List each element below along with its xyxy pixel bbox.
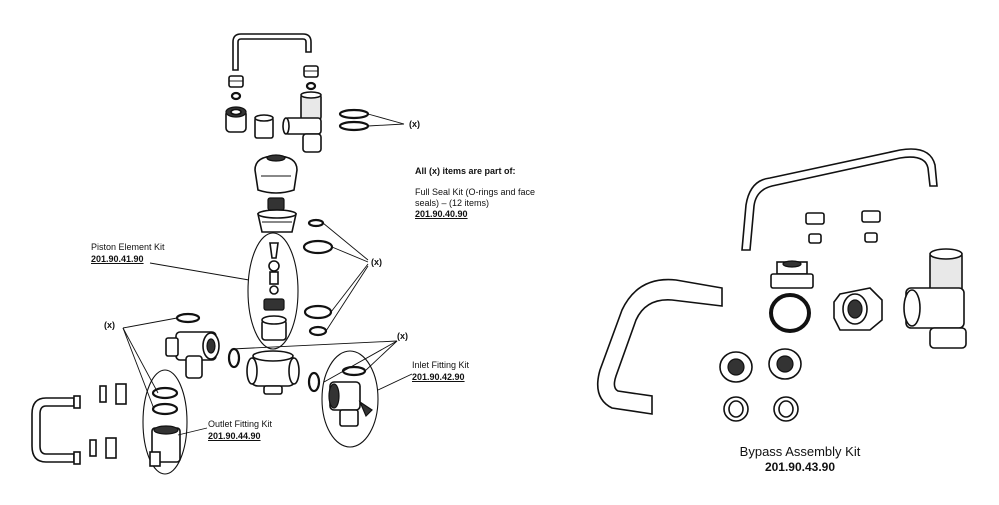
kit-hex-nut <box>833 287 883 331</box>
top-oring-upper <box>338 108 370 120</box>
body-ring-right <box>307 371 321 393</box>
kit-rings-large <box>719 348 802 383</box>
bottom-bypass-tube <box>31 395 81 465</box>
seal-ring-b <box>302 239 334 255</box>
outlet-small-ring <box>175 312 201 324</box>
top-oring-lower <box>338 120 370 132</box>
kit-oring-large <box>769 293 811 333</box>
top-sleeve <box>254 114 274 139</box>
outlet-kit-parts <box>149 386 181 467</box>
x-marker-inlet: (x) <box>397 331 408 341</box>
inlet-kit-name: Inlet Fitting Kit <box>412 360 470 370</box>
kit-large-bypass-u <box>596 278 723 415</box>
top-adapter-left <box>225 106 247 133</box>
bottom-sleeves <box>89 383 127 459</box>
kit-rings-small <box>723 396 799 422</box>
outlet-kit-name: Outlet Fitting Kit <box>208 419 273 429</box>
bypass-kit-name: Bypass Assembly Kit <box>739 444 861 459</box>
top-small-ring-left <box>230 91 242 101</box>
kit-elbow-fitting <box>903 248 967 349</box>
outlet-tee-fitting <box>165 331 220 379</box>
kit-adapter <box>770 260 814 289</box>
piston-kit-outline <box>247 232 299 350</box>
x-marker-piston-rings: (x) <box>371 257 382 267</box>
seal-kit-desc-2: seals) – (12 items) <box>415 198 490 208</box>
outlet-kit-outline <box>142 369 188 475</box>
seal-kit-heading: All (x) items are part of: <box>415 166 516 176</box>
seal-ring-a <box>307 218 325 228</box>
piston-parts <box>261 242 287 341</box>
x-marker-top: (x) <box>409 119 420 129</box>
valve-cap <box>254 154 298 194</box>
valve-insert <box>257 197 297 233</box>
inlet-kit-outline <box>321 350 379 448</box>
kit-nuts <box>805 210 881 244</box>
main-valve-body <box>246 350 300 395</box>
piston-kit-part-number: 201.90.41.90 <box>91 254 144 264</box>
top-nut-right <box>303 65 319 78</box>
piston-kit-name: Piston Element Kit <box>91 242 165 252</box>
seal-ring-d <box>308 325 328 337</box>
top-bypass-tube <box>232 33 312 71</box>
seal-kit-part-number: 201.90.40.90 <box>415 209 468 219</box>
seal-kit-desc-1: Full Seal Kit (O-rings and face <box>415 187 536 197</box>
top-elbow-fitting <box>282 91 322 153</box>
top-small-ring-right <box>305 81 317 91</box>
inlet-kit-parts <box>328 365 373 427</box>
seal-ring-c <box>303 304 333 320</box>
kit-bypass-tube-top <box>741 148 938 251</box>
body-ring-left <box>227 347 241 369</box>
x-marker-outlet: (x) <box>104 320 115 330</box>
inlet-kit-part-number: 201.90.42.90 <box>412 372 465 382</box>
bypass-kit-part-number: 201.90.43.90 <box>764 460 836 474</box>
outlet-kit-part-number: 201.90.44.90 <box>208 431 261 441</box>
top-nut-left <box>228 75 244 88</box>
